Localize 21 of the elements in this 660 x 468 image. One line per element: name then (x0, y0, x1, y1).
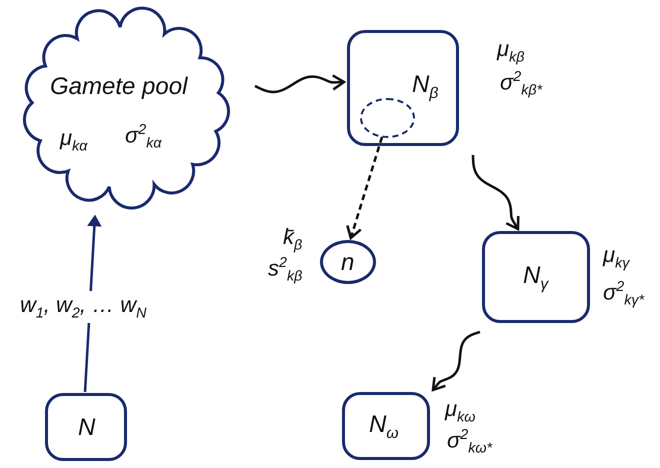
rounded-box (347, 30, 459, 146)
node-label: n (341, 251, 354, 275)
parameter-label: k̄$_{β}$ (283, 226, 302, 253)
wavy-arrow (472, 154, 520, 230)
ellipse-node (320, 240, 376, 284)
wavy-arrow (432, 330, 481, 392)
node-label: N$_{γ}$ (523, 264, 548, 292)
dashed-arrow (346, 136, 384, 240)
node-label: N$_{β}$ (412, 73, 438, 102)
parameter-label: μ$_{kγ}$ (603, 244, 630, 271)
node-label: N$_{ω}$ (369, 413, 398, 442)
cloud-title: Gamete pool (50, 75, 188, 99)
wavy-arrow (254, 74, 346, 94)
node-label: μ$_{kα}$ (60, 127, 88, 154)
rounded-box (482, 231, 590, 323)
node-label: N (78, 416, 96, 440)
rounded-box (45, 393, 127, 461)
parameter-label: μ$_{kω}$ (445, 398, 476, 425)
parameter-label: μ$_{kβ}$ (497, 38, 524, 65)
rounded-box (342, 392, 430, 460)
dashed-ellipse (360, 98, 415, 138)
